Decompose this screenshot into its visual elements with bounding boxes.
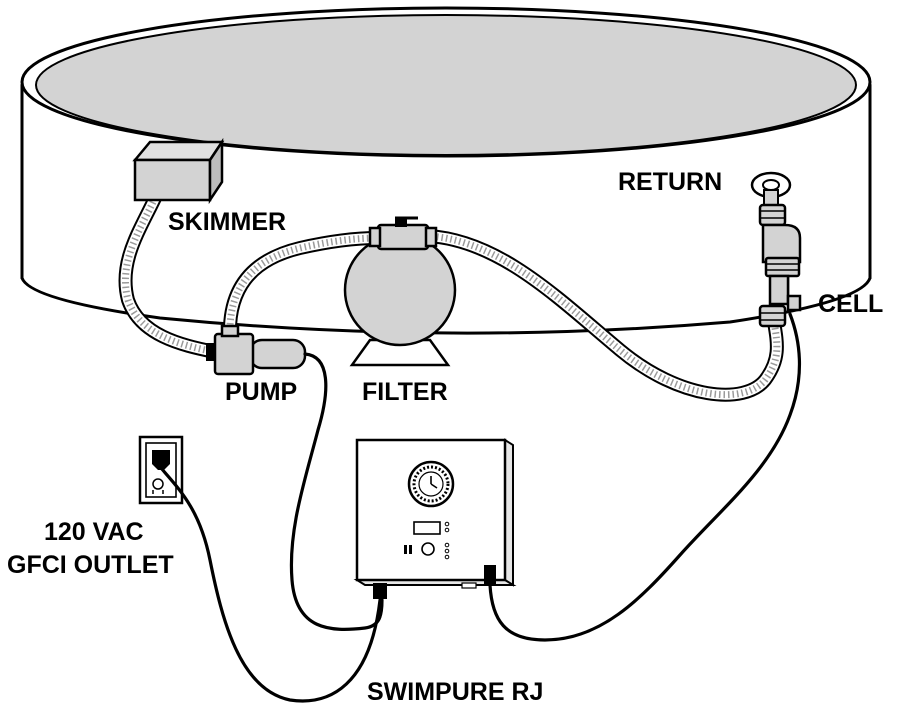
skimmer-label: SKIMMER	[168, 208, 286, 236]
outlet-label-line1: 120 VAC	[44, 518, 144, 546]
pump-housing	[215, 334, 253, 374]
skimmer	[135, 142, 222, 200]
controller-display	[414, 522, 440, 534]
outlet-power-cord	[161, 468, 380, 701]
skimmer-box-front	[135, 160, 210, 200]
chlorine-cell	[760, 205, 800, 326]
filter-label: FILTER	[362, 378, 448, 406]
filter-tank	[345, 235, 455, 345]
controller-power-connector	[373, 583, 387, 599]
timer-dial-icon	[409, 462, 453, 506]
pump	[206, 326, 305, 374]
outlet-label-line2: GFCI OUTLET	[7, 551, 174, 579]
cell-label: CELL	[818, 290, 883, 318]
controller-box	[357, 440, 513, 599]
skimmer-box-top	[135, 142, 222, 160]
filter-valve	[378, 225, 428, 249]
pump-motor	[250, 340, 305, 368]
return-pipe	[764, 190, 778, 205]
return-fitting	[752, 173, 790, 205]
controller-knob	[422, 543, 434, 555]
controller-label: SWIMPURE RJ	[367, 678, 543, 706]
filter-to-cell-hose	[428, 236, 777, 395]
return-eyeball-inner	[763, 180, 779, 190]
pump-label: PUMP	[225, 378, 297, 406]
controller-cell-connector	[484, 565, 496, 585]
pool-water	[36, 15, 856, 155]
return-label: RETURN	[618, 168, 722, 196]
